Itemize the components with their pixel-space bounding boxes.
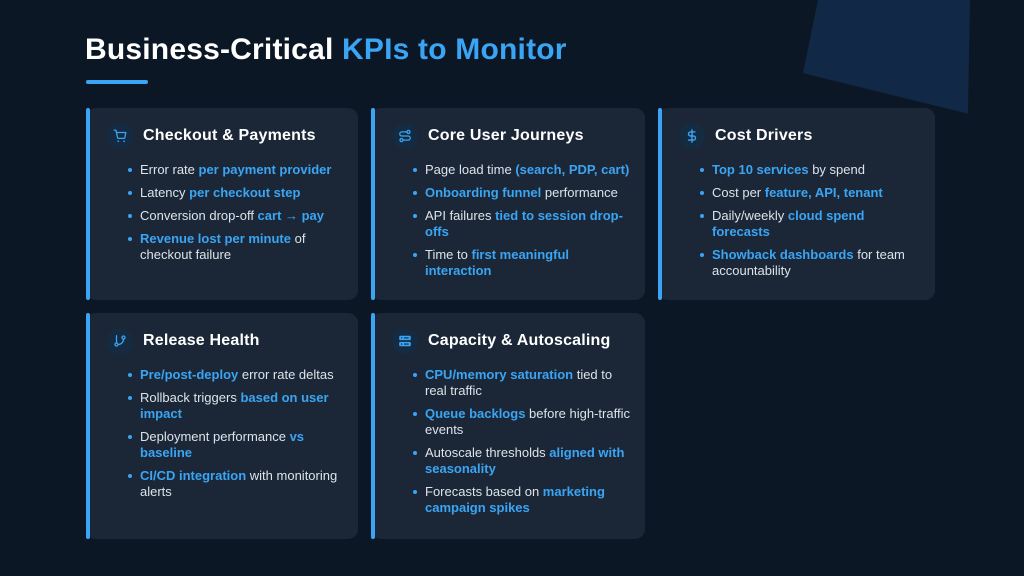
kpi-item: CI/CD integration with monitoring alerts xyxy=(128,468,346,500)
kpi-highlight-text: Showback dashboards xyxy=(712,247,854,262)
kpi-text: Rollback triggers xyxy=(140,390,241,405)
card-title: Release Health xyxy=(143,332,260,349)
kpi-highlight-text: (search, PDP, cart) xyxy=(515,162,630,177)
kpi-item: Cost per feature, API, tenant xyxy=(700,185,923,201)
kpi-highlight-text: Queue backlogs xyxy=(425,406,526,421)
kpi-text: Time to xyxy=(425,247,472,262)
kpi-text: by spend xyxy=(808,162,865,177)
kpi-highlight-text: per checkout step xyxy=(189,185,301,200)
kpi-text: API failures xyxy=(425,208,496,223)
kpi-item: CPU/memory saturation tied to real traff… xyxy=(413,367,633,399)
kpi-text: Conversion drop-off xyxy=(140,208,258,223)
card-header: Core User Journeys xyxy=(371,108,645,157)
kpi-highlight-text: aligned with seasonality xyxy=(425,445,625,476)
kpi-item: Autoscale thresholds aligned with season… xyxy=(413,445,633,477)
card-checkout-payments: Checkout & Payments Error rate per payme… xyxy=(86,108,358,300)
card-title: Cost Drivers xyxy=(715,127,813,144)
kpi-item: Error rate per payment provider xyxy=(128,162,346,178)
kpi-text: Deployment performance xyxy=(140,429,290,444)
kpi-text: Forecasts based on xyxy=(425,484,543,499)
kpi-item: Onboarding funnel performance xyxy=(413,185,633,201)
kpi-text: Autoscale thresholds xyxy=(425,445,550,460)
kpi-highlight-text: per payment provider xyxy=(198,162,332,177)
kpi-text: Latency xyxy=(140,185,190,200)
card-title: Capacity & Autoscaling xyxy=(428,332,611,349)
kpi-text: of checkout failure xyxy=(140,231,306,262)
slide-title-accent: KPIs to Monitor xyxy=(342,33,567,66)
kpi-text: for team accountability xyxy=(712,247,905,278)
kpi-highlight-text: Pre/post-deploy xyxy=(140,367,239,382)
kpi-item: Page load time (search, PDP, cart) xyxy=(413,162,633,178)
kpi-item: Conversion drop-off cart → pay xyxy=(128,208,346,224)
kpi-highlight-text: CI/CD integration xyxy=(140,468,247,483)
card-header: Cost Drivers xyxy=(658,108,935,157)
kpi-text: before high-traffic events xyxy=(425,406,630,437)
kpi-highlight-text: cloud spend forecasts xyxy=(712,208,865,239)
card-core-user-journeys: Core User Journeys Page load time (searc… xyxy=(371,108,645,300)
kpi-item: Daily/weekly cloud spend forecasts xyxy=(700,208,923,240)
kpi-text: tied to real traffic xyxy=(425,367,613,398)
kpi-item: Top 10 services by spend xyxy=(700,162,923,178)
dollar-sign-icon xyxy=(679,123,705,149)
kpi-item: Queue backlogs before high-traffic event… xyxy=(413,406,633,438)
kpi-text: with monitoring alerts xyxy=(140,468,338,499)
kpi-item: Pre/post-deploy error rate deltas xyxy=(128,367,346,383)
kpi-highlight-text: based on user impact xyxy=(140,390,329,421)
title-underline xyxy=(86,80,148,84)
card-title: Checkout & Payments xyxy=(143,127,316,144)
shopping-cart-icon xyxy=(107,123,133,149)
kpi-text: error rate deltas xyxy=(238,367,334,382)
card-release-health: Release Health Pre/post-deploy error rat… xyxy=(86,313,358,539)
kpi-list: Page load time (search, PDP, cart) Onboar… xyxy=(371,162,645,279)
kpi-item: API failures tied to session drop-offs xyxy=(413,208,633,240)
kpi-text: Daily/weekly xyxy=(712,208,788,223)
server-icon xyxy=(392,328,418,354)
kpi-highlight-text: marketing campaign spikes xyxy=(425,484,605,515)
kpi-item: Deployment performance vs baseline xyxy=(128,429,346,461)
kpi-highlight-text: Onboarding funnel xyxy=(425,185,542,200)
route-icon xyxy=(392,123,418,149)
slide-title-white: Business-Critical xyxy=(85,33,343,66)
kpi-item: Forecasts based on marketing campaign sp… xyxy=(413,484,633,516)
kpi-item: Showback dashboards for team accountabil… xyxy=(700,247,923,279)
card-header: Release Health xyxy=(86,313,358,362)
kpi-highlight-text: feature, API, tenant xyxy=(764,185,883,200)
kpi-text: Page load time xyxy=(425,162,516,177)
kpi-text: Error rate xyxy=(140,162,199,177)
kpi-highlight-text: vs baseline xyxy=(140,429,305,460)
kpi-list: CPU/memory saturation tied to real traff… xyxy=(371,367,645,516)
kpi-text: performance xyxy=(541,185,618,200)
kpi-highlight-text: tied to session drop-offs xyxy=(425,208,623,239)
kpi-highlight-text: cart → pay xyxy=(257,208,325,223)
card-header: Capacity & Autoscaling xyxy=(371,313,645,362)
kpi-item: Time to first meaningful interaction xyxy=(413,247,633,279)
corner-accent-shape xyxy=(803,0,970,114)
git-branch-icon xyxy=(107,328,133,354)
kpi-item: Latency per checkout step xyxy=(128,185,346,201)
card-title: Core User Journeys xyxy=(428,127,584,144)
kpi-item: Revenue lost per minute of checkout fail… xyxy=(128,231,346,263)
kpi-highlight-text: Revenue lost per minute xyxy=(140,231,291,246)
kpi-highlight-text: first meaningful interaction xyxy=(425,247,569,278)
kpi-item: Rollback triggers based on user impact xyxy=(128,390,346,422)
card-header: Checkout & Payments xyxy=(86,108,358,157)
kpi-highlight-text: Top 10 services xyxy=(712,162,809,177)
slide-title: Business-Critical KPIs to Monitor xyxy=(85,33,567,67)
kpi-text: Cost per xyxy=(712,185,765,200)
card-capacity-autoscaling: Capacity & Autoscaling CPU/memory satura… xyxy=(371,313,645,539)
kpi-highlight-text: CPU/memory saturation xyxy=(425,367,574,382)
